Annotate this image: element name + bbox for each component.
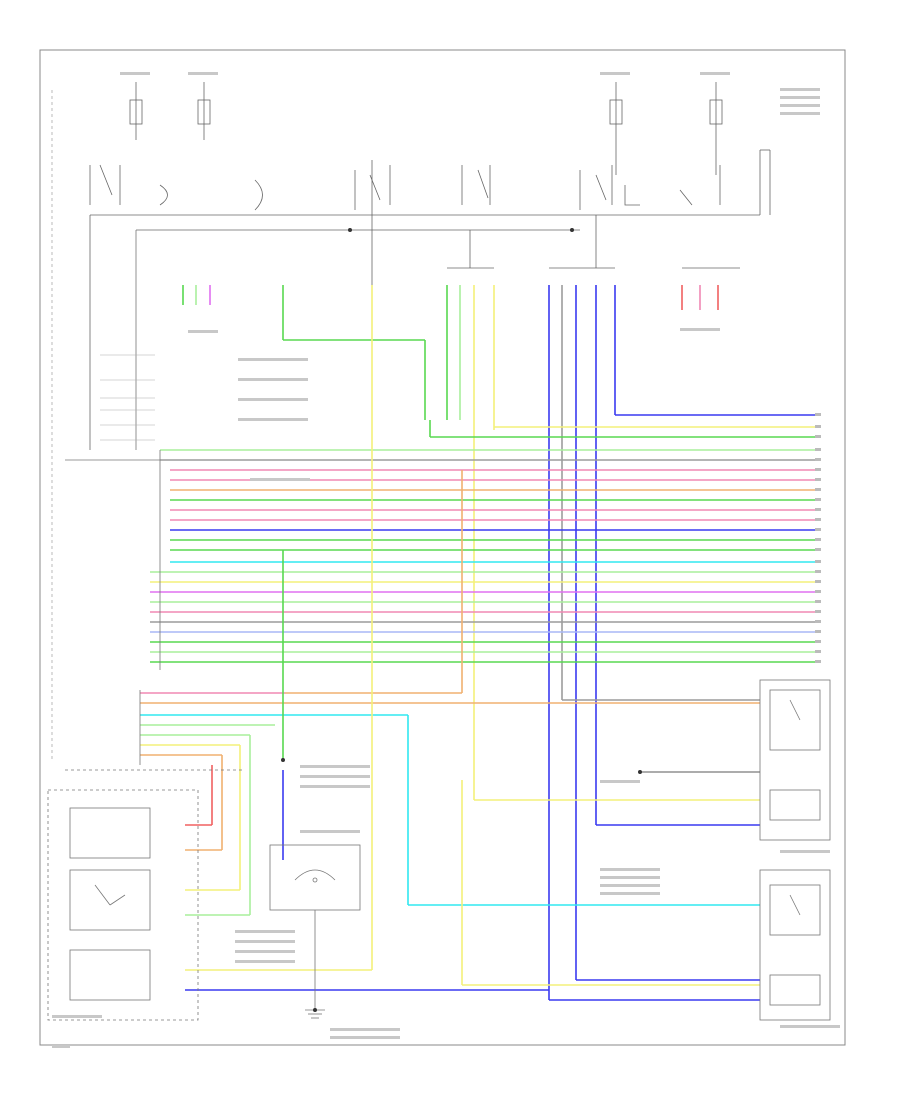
right-rear-door-lock-actuator [759, 869, 831, 1021]
top-power-block [89, 82, 771, 450]
body-control-module [65, 230, 245, 771]
splice-points [281, 228, 642, 1012]
illegible-label-blocks [52, 72, 840, 1048]
right-pin-markers [815, 413, 821, 663]
driver-door-lock-switch [47, 789, 199, 1021]
main-harness-wires [150, 339, 815, 663]
upper-connector-drops [182, 285, 719, 1000]
lower-branch-wires [140, 305, 760, 1001]
diagram-frame [39, 49, 846, 1046]
right-front-door-lock-actuator [759, 679, 831, 841]
switch-symbols-top [89, 164, 721, 211]
connector-bus-bars [371, 160, 740, 285]
left-pin-ticks [100, 354, 155, 441]
